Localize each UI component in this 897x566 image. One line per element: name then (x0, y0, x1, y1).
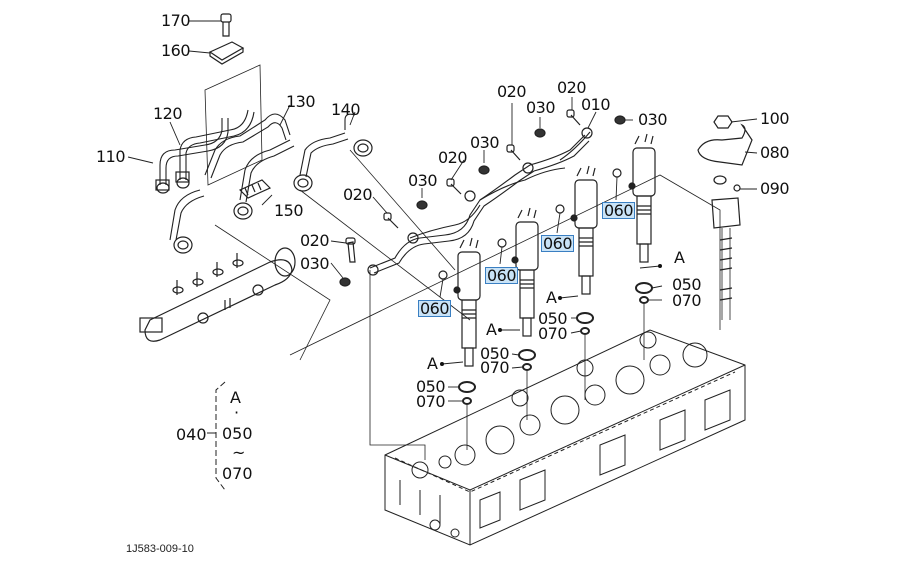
callout-030[interactable]: 030 (638, 110, 668, 129)
seals (438, 168, 653, 450)
callout-020[interactable]: 020 (497, 82, 527, 101)
callout-080[interactable]: 080 (760, 143, 790, 162)
callout-030[interactable]: 030 (470, 133, 500, 152)
injector-3 (570, 165, 598, 295)
callout-050[interactable]: 050 (480, 344, 510, 363)
group-item: 070 (222, 464, 253, 483)
callout-110[interactable]: 110 (96, 147, 126, 166)
bolts-and-nuts (339, 109, 626, 287)
callout-060-highlighted[interactable]: 060 (541, 234, 575, 253)
injector-2 (511, 207, 539, 337)
callout-020[interactable]: 020 (557, 78, 587, 97)
callout-030[interactable]: 030 (300, 254, 330, 273)
clamp-160 (208, 41, 245, 65)
dots (440, 264, 662, 366)
reference-code: 1J583-009-10 (126, 543, 194, 555)
group-bracket (207, 381, 226, 491)
callout-060-highlighted[interactable]: 060 (602, 201, 636, 220)
callout-050[interactable]: 050 (672, 275, 702, 294)
group-item: A (230, 388, 241, 407)
injectors (453, 133, 656, 367)
pipe-fittings (155, 127, 593, 276)
callout-A[interactable]: A (674, 248, 685, 267)
callout-030[interactable]: 030 (526, 98, 556, 117)
callout-020[interactable]: 020 (438, 148, 468, 167)
connector-150 (238, 179, 272, 199)
callout-170[interactable]: 170 (161, 11, 191, 30)
callout-050[interactable]: 050 (538, 309, 568, 328)
callout-010[interactable]: 010 (581, 95, 611, 114)
callout-160[interactable]: 160 (161, 41, 191, 60)
callout-A[interactable]: A (486, 320, 497, 339)
callout-020[interactable]: 020 (300, 231, 330, 250)
injector-clamp (697, 115, 753, 320)
group-item: · (234, 403, 240, 422)
cylinder-head (384, 329, 746, 546)
injector-1 (453, 237, 481, 367)
callout-070[interactable]: 070 (416, 392, 446, 411)
bolt-170 (220, 13, 232, 37)
callout-070[interactable]: 070 (672, 291, 702, 310)
group-label-040[interactable]: 040 (176, 425, 207, 444)
callout-090[interactable]: 090 (760, 179, 790, 198)
callout-070[interactable]: 070 (538, 324, 568, 343)
callout-150[interactable]: 150 (274, 201, 304, 220)
group-item: 050 (222, 424, 253, 443)
leader-lines (127, 20, 758, 402)
common-rail (139, 247, 296, 342)
callout-060-highlighted[interactable]: 060 (485, 266, 519, 285)
callout-120[interactable]: 120 (153, 104, 183, 123)
callout-140[interactable]: 140 (331, 100, 361, 119)
callout-130[interactable]: 130 (286, 92, 316, 111)
callout-A[interactable]: A (427, 354, 438, 373)
callout-A[interactable]: A (546, 288, 557, 307)
callout-030[interactable]: 030 (408, 171, 438, 190)
callout-050[interactable]: 050 (416, 377, 446, 396)
callout-070[interactable]: 070 (480, 358, 510, 377)
callout-020[interactable]: 020 (343, 185, 373, 204)
injector-4 (628, 133, 656, 263)
group-item: ~ (232, 443, 246, 462)
callout-100[interactable]: 100 (760, 109, 790, 128)
injection-pipes (159, 109, 591, 274)
callout-060-highlighted[interactable]: 060 (418, 299, 452, 318)
